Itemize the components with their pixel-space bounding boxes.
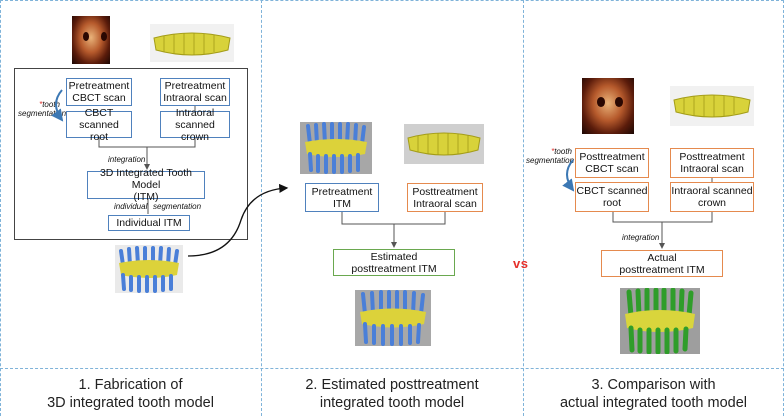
- panel1-process-frame: [14, 68, 248, 240]
- integrated-tooth-model-image-2: [300, 122, 372, 174]
- integrated-tooth-model-image-1: [115, 245, 183, 293]
- panel2-caption: 2. Estimated posttreatment integrated to…: [305, 377, 479, 411]
- cross-panel-arrow: [187, 183, 289, 257]
- divider-top: [0, 0, 784, 1]
- seg-star-1: *: [39, 100, 43, 109]
- dental-crown-scan-image-3: [670, 86, 754, 126]
- divider-left: [0, 0, 1, 416]
- integrated-tooth-model-image-3: [355, 290, 431, 346]
- panel1-caption: 1. Fabrication of 3D integrated tooth mo…: [47, 377, 214, 411]
- panel3-caption: 3. Comparison with actual integrated too…: [559, 377, 747, 411]
- panel1-connectors: [51, 89, 196, 214]
- integration-label-3: integration: [622, 233, 660, 242]
- itm-box: 3D Integrated Tooth Model (ITM): [87, 167, 205, 203]
- skull-cbct-image: [72, 16, 110, 64]
- tooth-seg-label-1: *tooth segmentation: [18, 100, 66, 118]
- pre-intraoral-box: Pretreatment Intraoral scan: [160, 78, 230, 106]
- individual-itm-box: Individual ITM: [108, 215, 190, 231]
- seg-star-3: *: [551, 147, 555, 156]
- post-intraoral-box-2: Posttreatment Intraoral scan: [407, 183, 483, 212]
- panel3-connectors: [562, 159, 713, 249]
- seg-text-3: tooth segmentation: [526, 147, 575, 165]
- pre-cbct-box: Pretreatment CBCT scan: [66, 78, 132, 106]
- dental-crown-scan-image-2: [404, 124, 484, 164]
- post-intraoral-box-3: Posttreatment Intraoral scan: [670, 148, 754, 178]
- actual-itm-green-image: [620, 288, 700, 354]
- individual-label: individual: [114, 202, 148, 211]
- cbct-root-box-3: CBCT scanned root: [575, 182, 649, 212]
- skull-cbct-image-3: [582, 78, 634, 134]
- caption-divider: [0, 368, 784, 369]
- estimated-itm-box: Estimated posttreatment ITM: [333, 249, 455, 276]
- pre-itm-box: Pretreatment ITM: [305, 183, 379, 212]
- post-cbct-box: Posttreatment CBCT scan: [575, 148, 649, 178]
- tooth-seg-label-3: *tooth segmentation: [526, 147, 575, 165]
- intraoral-crown-box-3: Intraoral scanned crown: [670, 182, 754, 212]
- panel2-connectors: [341, 212, 446, 248]
- divider-2: [523, 0, 524, 416]
- vs-label: vs: [513, 256, 529, 271]
- divider-1: [261, 0, 262, 416]
- seg-text-1: tooth segmentation: [18, 100, 67, 118]
- actual-itm-box: Actual posttreatment ITM: [601, 250, 723, 277]
- integration-label-1: integration: [108, 155, 146, 164]
- dental-crown-scan-image: [150, 24, 234, 62]
- segmentation-label: segmentation: [153, 202, 202, 211]
